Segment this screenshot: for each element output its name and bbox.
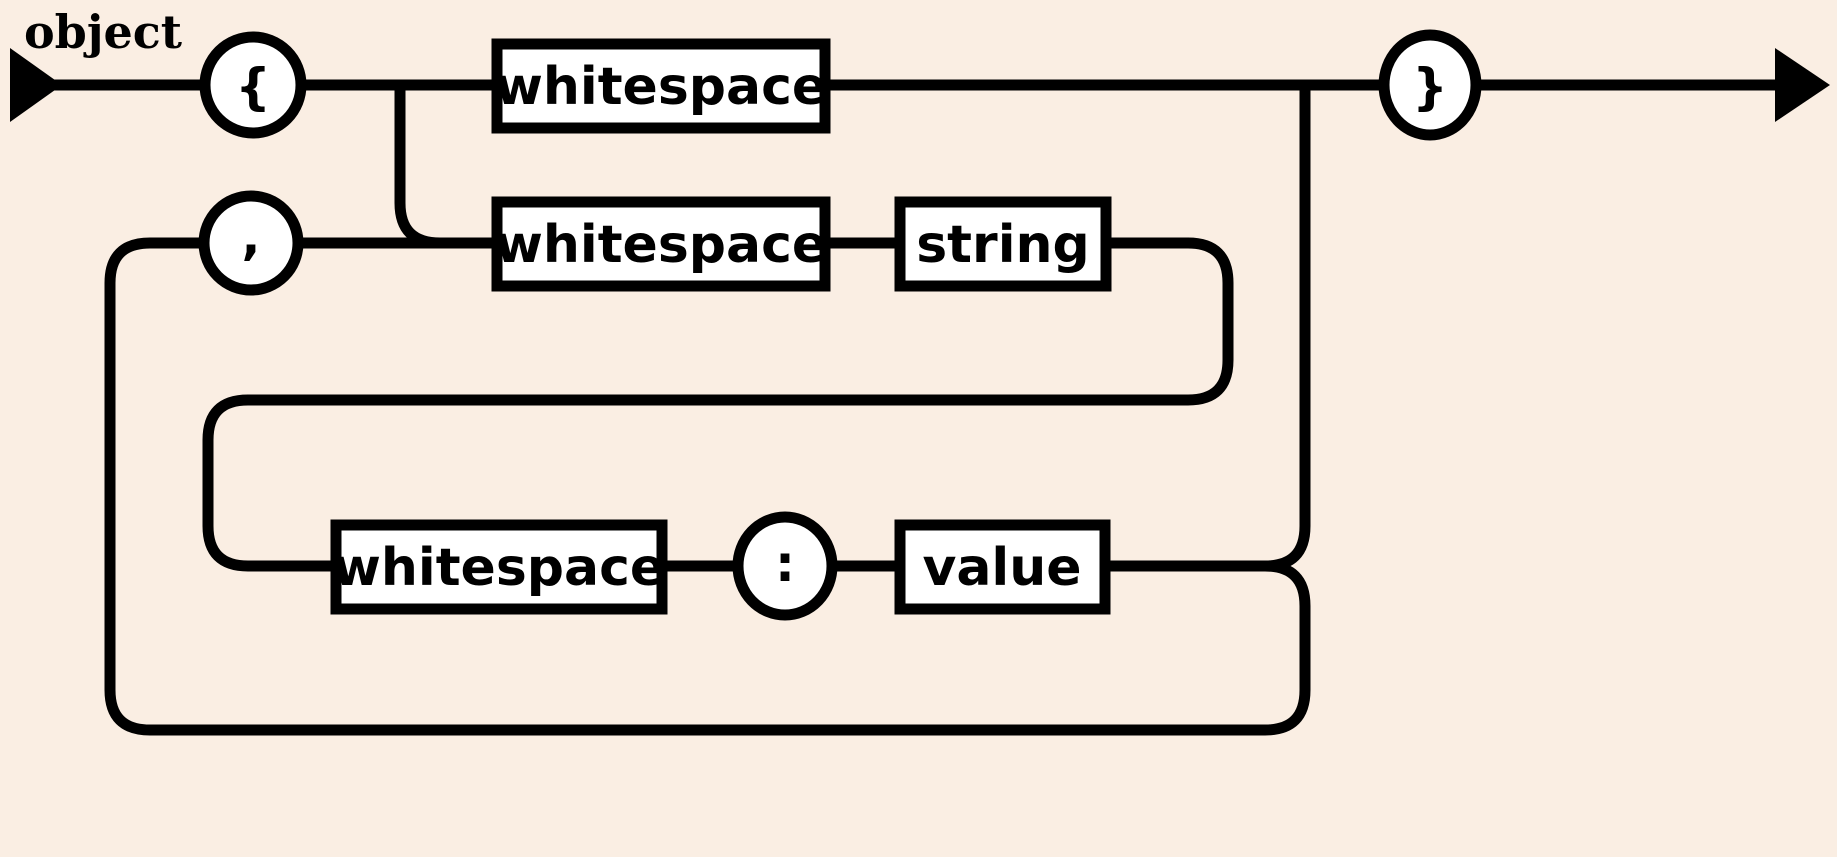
whitespace-2-label: whitespace [495,215,827,275]
node-terminal-comma[interactable]: , [198,190,304,296]
whitespace-3-box[interactable] [330,519,668,615]
whitespace-1-label: whitespace [495,57,827,117]
close-brace-label: } [1412,58,1448,116]
track-value-to-close-junction [1105,85,1311,572]
node-nonterminal-whitespace-1[interactable]: whitespace [491,38,831,134]
node-terminal-close-brace[interactable]: } [1378,29,1482,141]
comma-label: , [242,208,261,266]
colon-circle[interactable] [732,511,838,621]
track-group [50,79,1780,736]
node-terminal-colon[interactable]: : [732,511,838,621]
node-nonterminal-whitespace-3[interactable]: whitespace [330,519,668,615]
whitespace-1-box[interactable] [491,38,831,134]
close-brace-circle[interactable] [1378,29,1482,141]
value-box[interactable] [894,519,1111,615]
string-box[interactable] [894,196,1112,292]
comma-circle[interactable] [198,190,304,296]
open-brace-circle[interactable] [199,31,307,139]
node-nonterminal-whitespace-2[interactable]: whitespace [491,196,831,292]
open-brace-label: { [235,58,271,116]
whitespace-3-label: whitespace [333,538,665,598]
track-repeat-loop [104,237,1311,736]
colon-label: : [775,535,795,593]
track-string-to-valuerow [202,237,1234,572]
string-label: string [916,215,1090,275]
whitespace-2-box[interactable] [491,196,831,292]
track-branch-down-to-keyrow [394,85,497,249]
end-arrow-icon [1775,48,1830,122]
start-arrow-icon [10,48,62,122]
node-nonterminal-string[interactable]: string [894,196,1112,292]
diagram-title: object [24,5,183,59]
node-nonterminal-value[interactable]: value [894,519,1111,615]
node-terminal-open-brace[interactable]: { [199,31,307,139]
value-label: value [922,538,1081,598]
